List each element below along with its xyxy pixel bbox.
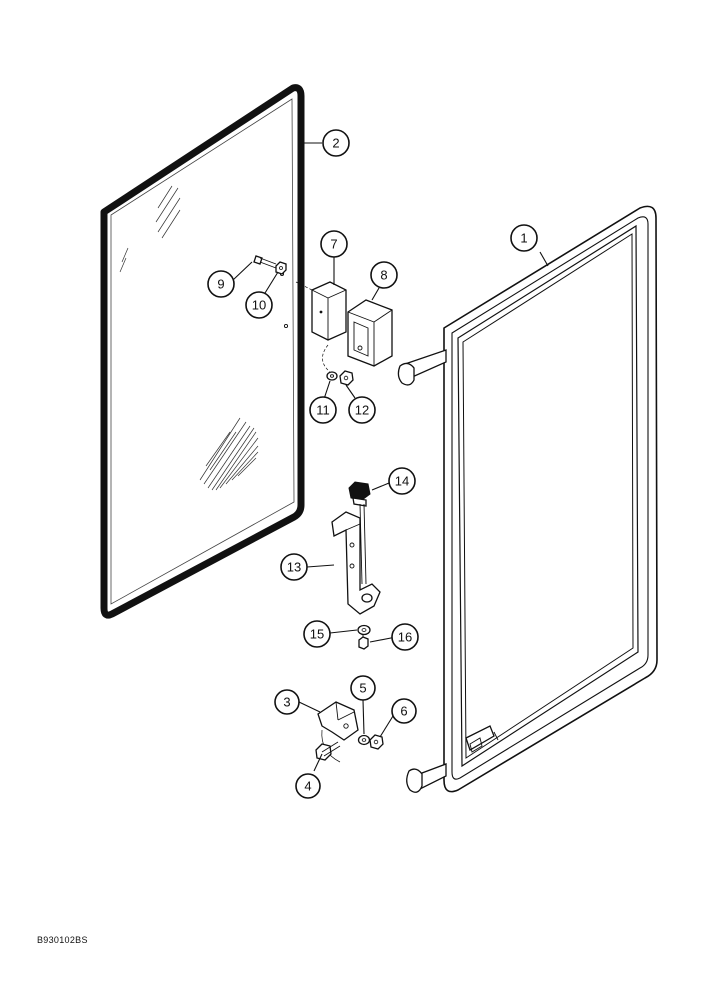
- upper-hinge: [397, 349, 447, 386]
- svg-text:11: 11: [316, 403, 330, 418]
- callout-5: 5: [350, 675, 376, 701]
- callout-10: 10: [245, 291, 273, 319]
- svg-text:3: 3: [283, 695, 290, 710]
- leader-lines: [232, 142, 549, 772]
- figure-code: B930102BS: [37, 935, 88, 945]
- washer-11: [326, 371, 338, 381]
- glass-reflection-lower: [199, 417, 259, 491]
- bolt-16: [358, 634, 369, 650]
- window-glass-with-seal: [100, 84, 305, 619]
- callout-9: 9: [207, 270, 235, 298]
- svg-text:7: 7: [330, 237, 337, 252]
- svg-text:8: 8: [380, 268, 387, 283]
- svg-text:16: 16: [398, 630, 412, 645]
- svg-text:2: 2: [332, 136, 339, 151]
- door-frame: [397, 205, 658, 793]
- callout-7: 7: [320, 230, 348, 258]
- latch-lever-bracket: [331, 511, 381, 615]
- svg-text:14: 14: [395, 474, 409, 489]
- nut-10: [275, 261, 287, 275]
- nut-6: [369, 734, 384, 750]
- svg-text:10: 10: [252, 298, 266, 313]
- callout-2: 2: [322, 129, 350, 157]
- callout-14: 14: [388, 467, 416, 495]
- callout-3: 3: [274, 689, 300, 715]
- washer-5: [357, 734, 371, 746]
- svg-text:4: 4: [304, 779, 311, 794]
- bolt-9: [253, 255, 277, 269]
- callout-15: 15: [303, 620, 331, 648]
- svg-text:9: 9: [217, 277, 224, 292]
- knob-14: [348, 481, 371, 585]
- callout-11: 11: [309, 396, 337, 424]
- glass-reflection-upper: [119, 185, 181, 273]
- latch-block: [311, 281, 347, 341]
- callout-8: 8: [370, 261, 398, 289]
- callout-6: 6: [391, 698, 417, 724]
- lower-bracket-3: [317, 701, 359, 741]
- latch-bracket: [465, 725, 499, 753]
- latch-housing: [347, 299, 393, 367]
- svg-text:6: 6: [400, 704, 407, 719]
- callout-13: 13: [280, 553, 308, 581]
- lower-hinge: [406, 763, 447, 793]
- callout-16: 16: [391, 623, 419, 651]
- nut-12: [339, 370, 354, 386]
- callout-12: 12: [348, 396, 376, 424]
- bolt-4: [315, 741, 341, 761]
- svg-text:15: 15: [310, 627, 324, 642]
- svg-text:13: 13: [287, 560, 301, 575]
- callout-1: 1: [510, 224, 538, 252]
- washer-15: [357, 624, 371, 636]
- svg-text:5: 5: [359, 681, 366, 696]
- svg-text:1: 1: [520, 231, 527, 246]
- svg-text:12: 12: [355, 403, 369, 418]
- callout-4: 4: [295, 773, 321, 799]
